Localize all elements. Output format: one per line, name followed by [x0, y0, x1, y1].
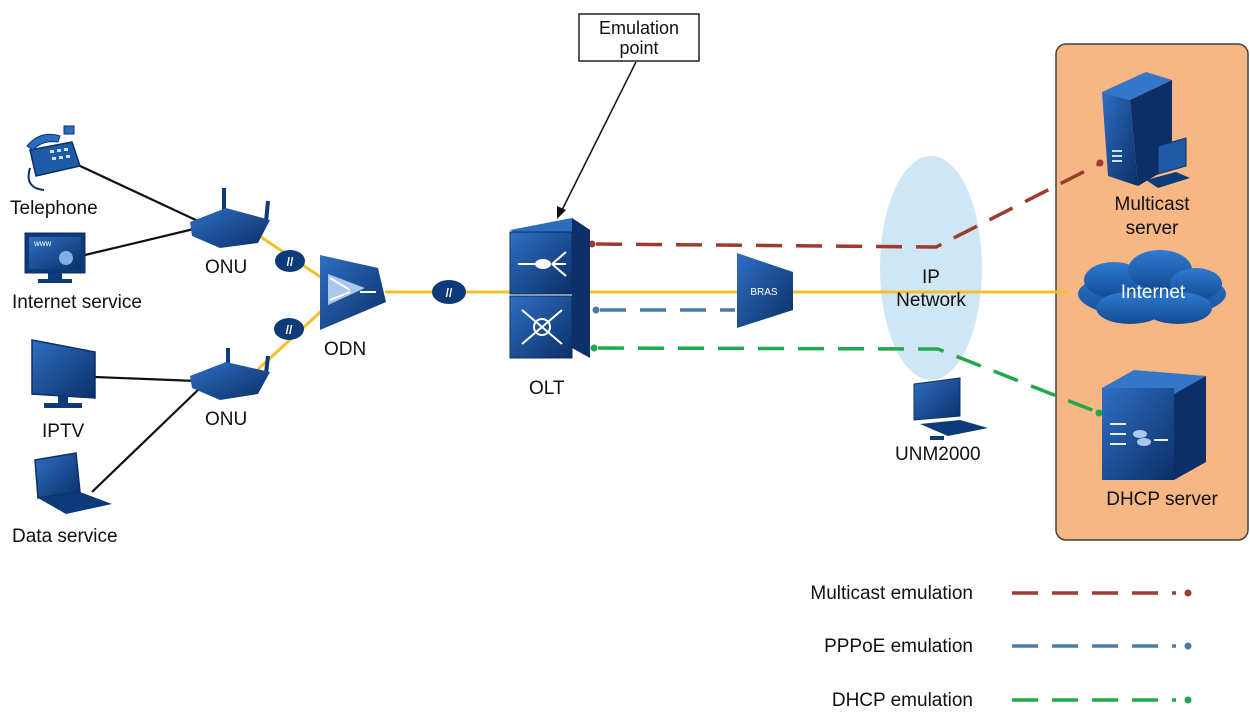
onu-top-label: ONU	[205, 257, 247, 278]
callout-line2: point	[619, 38, 658, 58]
telephone-label: Telephone	[10, 198, 98, 219]
ip-network-cloud	[880, 156, 982, 380]
pppoe-start-dot	[592, 306, 600, 314]
multicast-start-dot	[588, 240, 596, 248]
legend-swatch-dot	[1184, 696, 1192, 704]
emulation-point-callout	[578, 13, 700, 62]
olt-label: OLT	[529, 378, 565, 399]
dhcp-start-dot	[590, 344, 598, 352]
internet-service-label: Internet service	[12, 292, 142, 313]
unm2000-label: UNM2000	[895, 444, 981, 465]
svg-text://: //	[286, 323, 293, 337]
olt-icon	[509, 218, 590, 359]
ip-network-label-line1: IP	[922, 267, 940, 288]
legend-label-multicast-emulation: Multicast emulation	[810, 583, 973, 604]
internet-service-icon: www	[24, 232, 86, 283]
fiber-connector-icon: //	[275, 250, 305, 272]
svg-text:www: www	[33, 239, 52, 248]
onu-icon	[190, 348, 270, 400]
svg-text://: //	[287, 255, 294, 269]
laptop-icon	[34, 452, 112, 514]
legend-label-pppoe-emulation: PPPoE emulation	[824, 636, 973, 657]
multicast-end-dot	[1096, 159, 1104, 167]
multicast-server-icon	[1102, 72, 1190, 188]
dhcp-emulation-line	[597, 346, 1098, 414]
svg-text:BRAS: BRAS	[750, 287, 778, 298]
access-cables	[77, 164, 201, 493]
unm2000-computer-icon	[913, 377, 988, 440]
dhcp-server-label: DHCP server	[1106, 489, 1218, 510]
multicast-emulation-line	[595, 163, 1098, 249]
onu-bottom-label: ONU	[205, 409, 247, 430]
svg-text://: //	[446, 286, 453, 300]
ip-network-label-line2: Network	[896, 290, 966, 311]
fiber-connector-icon: //	[432, 280, 466, 304]
internet-cloud-icon	[1078, 250, 1226, 324]
multicast-server-label-line2: server	[1126, 218, 1179, 239]
odn-label: ODN	[324, 339, 366, 360]
data-service-label: Data service	[12, 526, 118, 547]
iptv-label: IPTV	[42, 421, 85, 442]
dhcp-server-icon	[1102, 370, 1206, 480]
internet-label: Internet	[1121, 282, 1186, 303]
dhcp-end-dot	[1095, 409, 1103, 417]
legend-label-dhcp-emulation: DHCP emulation	[832, 690, 973, 711]
bras-icon: BRAS	[737, 253, 793, 328]
callout-line1: Emulation	[599, 18, 679, 38]
callout-pointer	[560, 61, 637, 213]
callout-arrowhead	[557, 206, 566, 219]
iptv-icon	[31, 339, 96, 408]
odn-splitter-icon	[320, 255, 386, 330]
telephone-icon	[26, 125, 81, 191]
fiber-connector-icon: //	[274, 318, 304, 340]
onu-icon	[190, 188, 270, 248]
multicast-server-label-line1: Multicast	[1115, 194, 1191, 215]
legend-swatch-dot	[1184, 589, 1192, 597]
legend-swatch-dot	[1184, 642, 1192, 650]
